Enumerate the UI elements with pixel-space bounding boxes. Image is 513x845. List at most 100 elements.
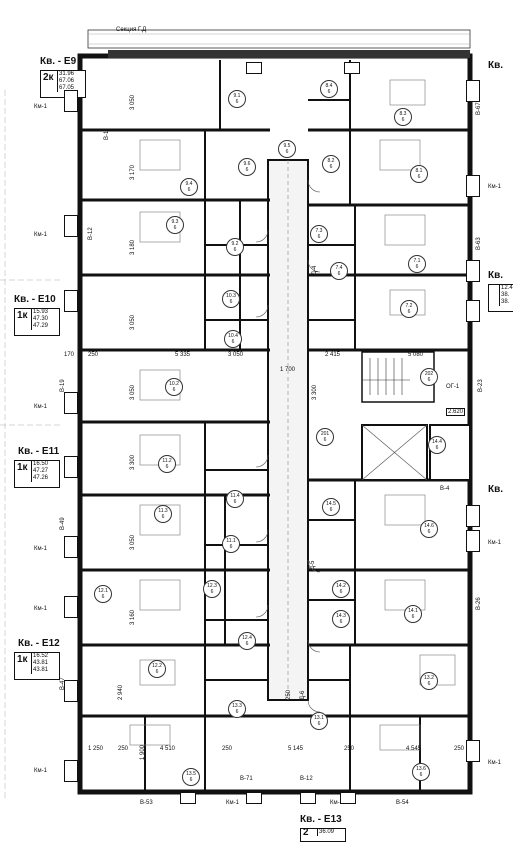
km-label-4: Км-1 [34,546,47,552]
og-label: ОГ-1 [446,384,460,390]
window-b63: В-63 [476,237,482,250]
dim-left-9: 1 900 [140,744,146,760]
dim-left-8: 2 940 [118,684,124,700]
dim-mid-6: 1 700 [280,367,296,373]
km-label-7: Км-1 [488,184,501,190]
km-label-8: Км-1 [488,540,501,546]
apt-e10-v2: 47.30 [33,316,49,322]
dim-left-6: 3 050 [130,534,136,550]
window-marker [246,792,262,804]
window-marker [64,596,78,618]
dim-bottom-4: 5 145 [288,746,304,752]
dim-left-3: 3 050 [130,314,136,330]
km-label-3: Км-1 [34,404,47,410]
apt-right-1-label: Кв. [488,60,504,71]
apt-right-2-label: Кв. [488,270,504,281]
dim-mid-0: 170 [64,352,75,358]
window-b1: В-1 [104,130,110,140]
apt-e11-type: 1к [17,462,28,473]
window-marker [466,175,480,197]
window-marker [64,680,78,702]
window-b12-bottom: В-12 [300,776,313,782]
window-marker [300,792,316,804]
window-marker [340,792,356,804]
door-d4: Д-4 [312,265,318,275]
apt-right-3-label: Кв. [488,484,504,495]
km-label-2: Км-1 [34,232,47,238]
window-marker [466,530,480,552]
dim-bottom-7: 250 [454,746,465,752]
apt-right-2-v2: 38. [501,292,510,298]
apt-e11-box: 1к 16.50 47.27 47.26 [14,460,60,488]
apt-right-2-v3: 38. [501,299,510,305]
apt-e10-v1: 15.93 [33,309,49,315]
apt-e12-type: 1к [17,654,28,665]
door-d6: Д-6 [300,690,306,700]
window-marker [466,740,480,762]
dim-bottom-3: 250 [222,746,233,752]
window-marker [64,392,78,414]
window-marker [64,456,78,478]
apt-e10-label: Кв. - Е10 [14,294,56,305]
km-label-9: Км-1 [488,760,501,766]
dim-bottom-5: 250 [344,746,355,752]
dim-mid-4: 2 415 [325,352,341,358]
apt-e10-box: 1к 15.93 47.30 47.29 [14,308,60,336]
apt-e9-v2: 67.06 [59,78,75,84]
apt-e12-v3: 43.81 [33,667,49,673]
apt-e9-v1: 31.96 [59,71,75,77]
window-b4: В-4 [440,486,450,492]
apt-e13-type: 2 [303,827,309,838]
window-marker [64,536,78,558]
window-marker [64,760,78,782]
level-mark: 2.620 [446,408,466,416]
window-marker [64,215,78,237]
apt-e11-v3: 47.26 [33,475,49,481]
dim-left-5: 3 300 [130,454,136,470]
apt-e11-label: Кв. - Е11 [18,446,60,457]
apt-e12-label: Кв. - Е12 [18,638,60,649]
window-marker [466,300,480,322]
window-marker [64,90,78,112]
window-marker [466,505,480,527]
km-label-10: Км-1 [226,800,239,806]
apt-right-2-box: 12.4 38. 38. [488,284,513,312]
dim-mid-1: 250 [88,352,99,358]
apt-e9-v3: 67.05 [59,85,75,91]
dim-mid-3: 3 050 [228,352,244,358]
apt-e9-label: Кв. - Е9 [40,56,77,67]
apt-e13-label: Кв. - Е13 [300,814,342,825]
misc-dim: 250 [286,689,292,700]
km-label-5: Км-1 [34,606,47,612]
section-title: Секция Г.Д [116,27,147,33]
apt-e10-v3: 47.29 [33,323,49,329]
window-b67: В-67 [476,102,482,115]
